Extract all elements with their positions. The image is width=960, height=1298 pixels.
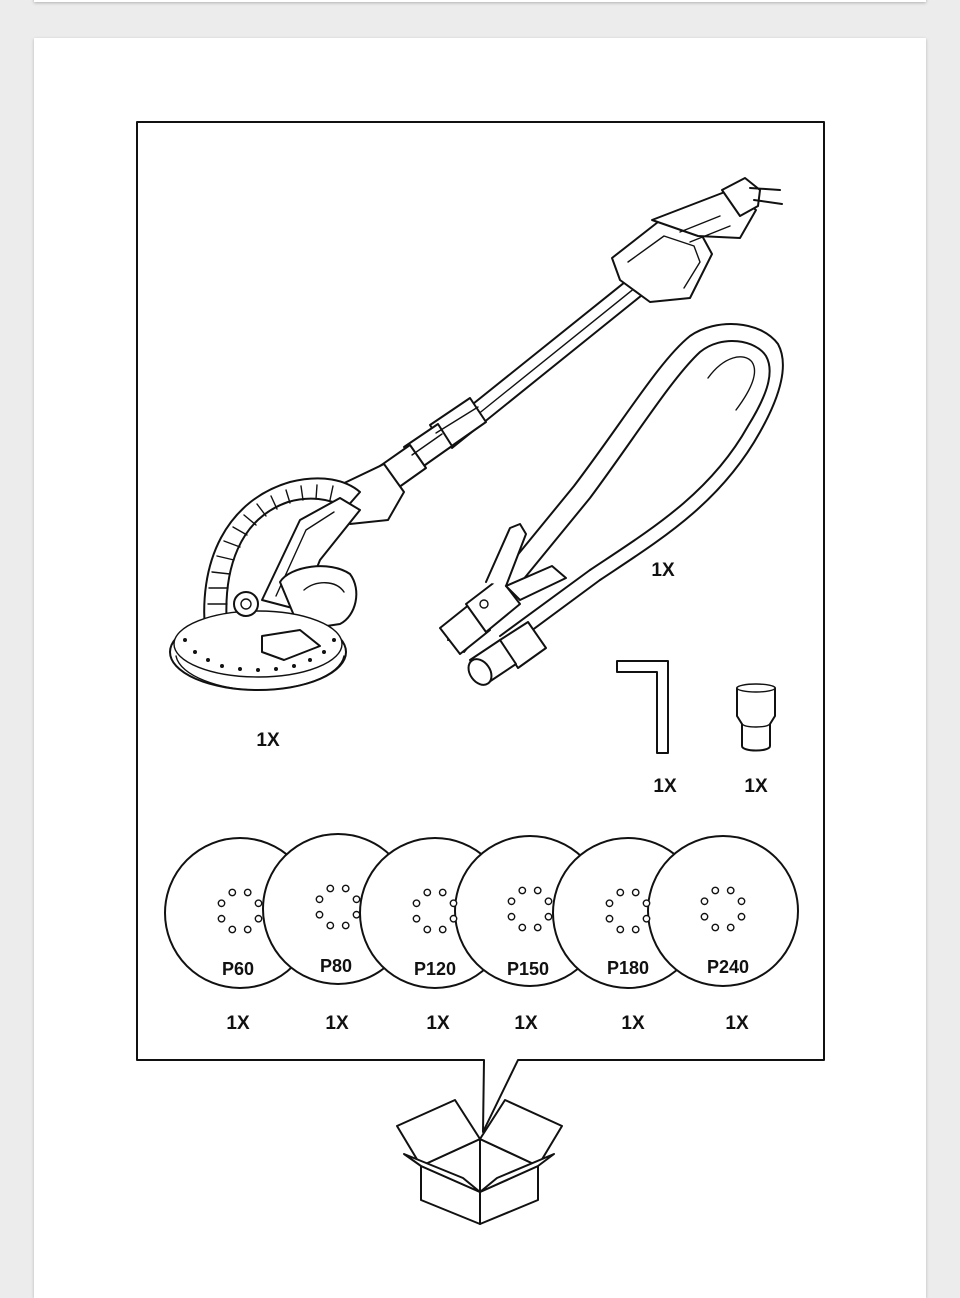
dust-hole <box>518 886 527 895</box>
disc-quantity: 1X <box>325 1013 349 1034</box>
disc-dust-holes <box>217 884 746 934</box>
contents-frame <box>136 121 825 1133</box>
dust-hole <box>326 884 335 893</box>
head-vent-dots <box>183 638 336 672</box>
dust-hole <box>243 925 252 934</box>
sander-quantity: 1X <box>256 730 280 751</box>
previous-page-edge <box>34 0 926 2</box>
dust-hole <box>243 888 252 897</box>
dust-hole <box>341 921 350 930</box>
dust-hole <box>228 888 237 897</box>
dust-hole <box>438 925 447 934</box>
dust-hole <box>737 912 746 921</box>
hose-adapter <box>736 683 776 752</box>
dust-hole <box>423 888 432 897</box>
dust-hole <box>544 912 553 921</box>
dust-hole <box>616 888 625 897</box>
hex-key-quantity: 1X <box>653 776 677 797</box>
dust-hole <box>217 914 226 923</box>
dust-hole <box>254 914 263 923</box>
disc-quantity: 1X <box>426 1013 450 1034</box>
dust-hole <box>449 899 458 908</box>
dust-hole <box>315 895 324 904</box>
dust-hole <box>700 897 709 906</box>
dust-hole <box>711 923 720 932</box>
sanding-disc: P240 <box>647 835 799 987</box>
dust-hole <box>352 910 361 919</box>
dust-hole <box>631 888 640 897</box>
dust-hole <box>533 886 542 895</box>
dust-hole <box>605 914 614 923</box>
dust-hole <box>412 914 421 923</box>
dust-hole <box>533 923 542 932</box>
disc-grit-label: P150 <box>507 959 549 979</box>
disc-quantity: 1X <box>514 1013 538 1034</box>
extraction-hose <box>439 323 784 686</box>
disc-quantity: 1X <box>725 1013 749 1034</box>
dust-hole <box>341 884 350 893</box>
dust-hole <box>616 925 625 934</box>
dust-hole <box>631 925 640 934</box>
dust-hole <box>700 912 709 921</box>
dust-hole <box>315 910 324 919</box>
dust-hole <box>544 897 553 906</box>
open-box-icon <box>396 1099 563 1225</box>
disc-grit-label: P120 <box>414 959 456 979</box>
disc-grit-label: P60 <box>222 959 254 979</box>
disc-grit-label: P80 <box>320 956 352 976</box>
hex-key <box>616 660 669 754</box>
dust-hole <box>228 925 237 934</box>
dust-hole <box>254 899 263 908</box>
dust-hole <box>352 895 361 904</box>
drywall-sander <box>169 177 783 691</box>
dust-hole <box>711 886 720 895</box>
dust-hole <box>726 886 735 895</box>
dust-hole <box>518 923 527 932</box>
dust-hole <box>507 897 516 906</box>
dust-hole <box>605 899 614 908</box>
dust-hole <box>642 914 651 923</box>
dust-hole <box>449 914 458 923</box>
dust-hole <box>726 923 735 932</box>
disc-grit-label: P180 <box>607 958 649 978</box>
dust-hole <box>217 899 226 908</box>
dust-hole <box>326 921 335 930</box>
dust-hole <box>438 888 447 897</box>
disc-quantity: 1X <box>226 1013 250 1034</box>
dust-hole <box>507 912 516 921</box>
disc-quantity: 1X <box>621 1013 645 1034</box>
adapter-quantity: 1X <box>744 776 768 797</box>
dust-hole <box>737 897 746 906</box>
sanding-discs: P60 P80 P120 P150 P180 P240 <box>164 833 799 989</box>
hose-quantity: 1X <box>651 560 675 581</box>
dust-hole <box>423 925 432 934</box>
dust-hole <box>642 899 651 908</box>
disc-grit-label: P240 <box>707 957 749 977</box>
dust-hole <box>412 899 421 908</box>
